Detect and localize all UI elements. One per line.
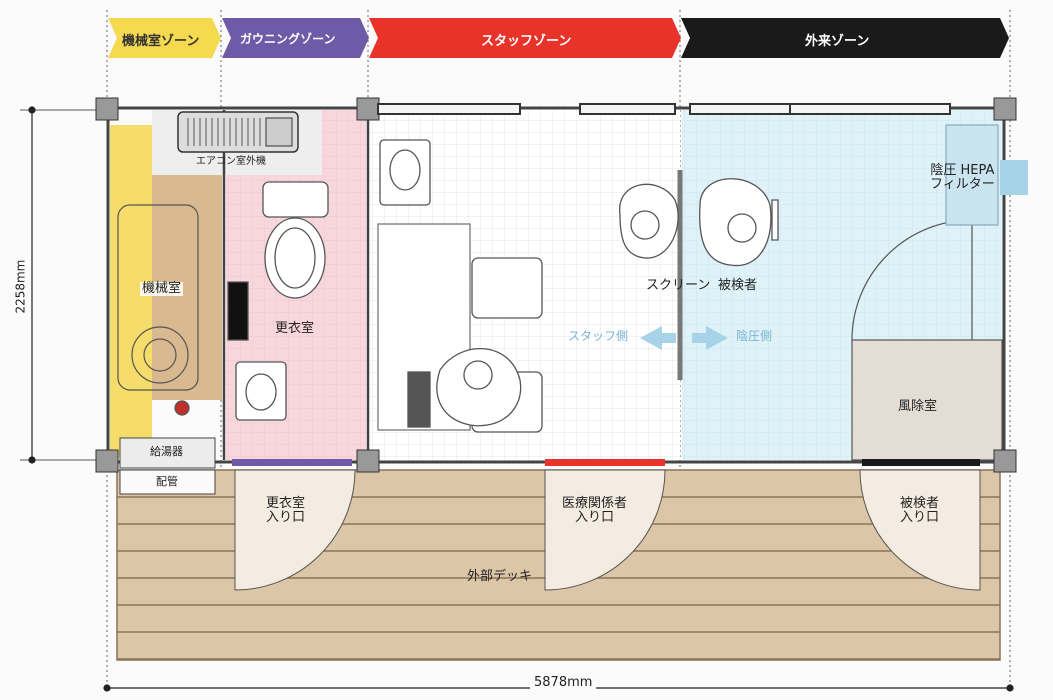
examinee-label: 被検者 <box>718 278 758 293</box>
staff-furniture <box>377 139 543 433</box>
height-dimension-label: 2258mm <box>13 259 28 314</box>
zone-banner-gowning <box>222 18 369 58</box>
machine-room-label: 機械室 <box>140 281 184 297</box>
changing-fixtures <box>227 181 329 421</box>
screen-label: スクリーン <box>646 278 711 293</box>
wind-break-room-label: 風除室 <box>898 399 938 414</box>
examinee-door <box>862 459 980 466</box>
inner-door <box>851 124 1028 341</box>
changing-room-label: 更衣室 <box>275 321 315 336</box>
medical-staff-entrance-label: 医療関係者 入り口 <box>562 496 628 526</box>
machine-equipment <box>117 204 199 416</box>
negative-pressure-side-label: 陰圧側 <box>736 329 773 343</box>
zone-banners <box>108 18 1009 58</box>
deck-label: 外部デッキ <box>467 569 533 584</box>
changing-room-entrance-label: 更衣室 入り口 <box>266 496 306 526</box>
zone-label-outpatient: 外来ゾーン <box>805 34 870 49</box>
width-dimension-label: 5878mm <box>530 675 597 691</box>
piping-label: 配管 <box>156 475 178 488</box>
examinee-entrance-label: 被検者 入り口 <box>900 496 940 526</box>
medical-staff-door <box>545 459 665 466</box>
zone-banner-machine <box>108 18 221 58</box>
height-dimension <box>20 106 100 464</box>
airflow-arrows <box>640 326 728 350</box>
ac-outdoor-unit <box>177 111 299 153</box>
zone-banner-staff <box>369 18 681 58</box>
outdoor-unit-label: エアコン室外機 <box>196 156 266 167</box>
zone-banner-outpatient <box>681 18 1009 58</box>
patient-furniture <box>619 170 779 380</box>
changing-room-door <box>232 459 352 466</box>
deck <box>116 469 1001 661</box>
zone-label-staff: スタッフゾーン <box>481 34 572 49</box>
water-heater-label: 給湯器 <box>150 445 183 458</box>
zone-label-machine: 機械室ゾーン <box>122 34 200 49</box>
staff-side-label: スタッフ側 <box>568 329 629 343</box>
hepa-filter-label: 陰圧 HEPA フィルター <box>930 163 995 193</box>
zone-label-gowning: ガウニングゾーン <box>240 32 336 46</box>
